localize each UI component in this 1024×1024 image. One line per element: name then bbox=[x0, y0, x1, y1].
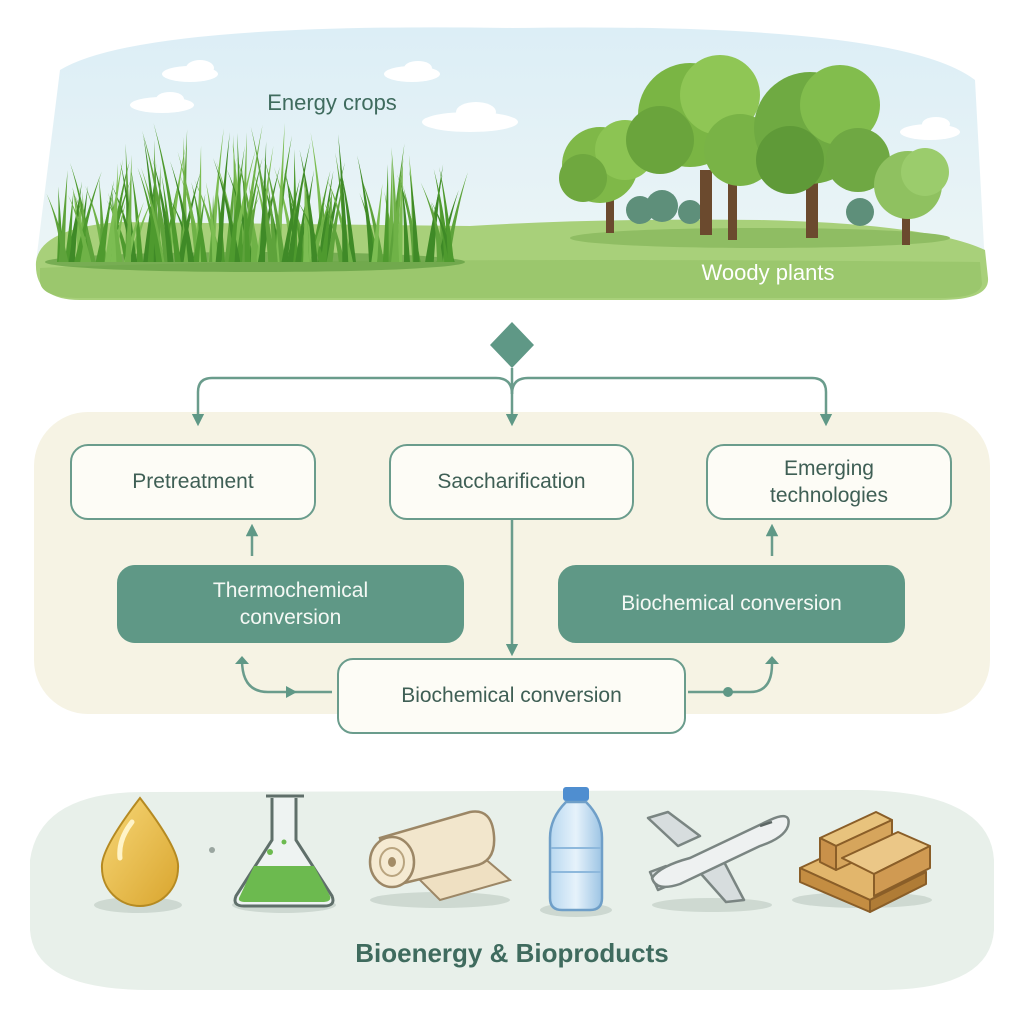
wood-planks-icon bbox=[799, 811, 931, 913]
saccharification-label: Saccharification bbox=[437, 470, 586, 494]
thermochemical-conversion-box: Thermochemical conversion bbox=[117, 565, 464, 643]
emerging-technologies-label: Emerging technologies bbox=[770, 456, 888, 507]
airplane-icon bbox=[646, 810, 790, 904]
saccharification-box: Saccharification bbox=[389, 444, 634, 520]
thermochemical-conversion-label: Thermochemical conversion bbox=[212, 578, 369, 629]
pretreatment-label: Pretreatment bbox=[132, 470, 254, 494]
connector-dots bbox=[235, 656, 779, 698]
cloud-icon bbox=[130, 60, 960, 140]
water-bottle-icon bbox=[548, 787, 604, 912]
biochemical-conversion-box-bottom: Biochemical conversion bbox=[337, 658, 686, 734]
paper-roll-icon bbox=[368, 810, 513, 902]
energy-crops-label: Energy crops bbox=[267, 90, 397, 115]
emerging-technologies-box: Emerging technologies bbox=[706, 444, 952, 520]
split-arrows bbox=[191, 368, 833, 427]
biochemical-conversion-right-label: Biochemical conversion bbox=[621, 592, 842, 616]
products-title: Bioenergy & Bioproducts bbox=[355, 938, 668, 968]
flask-icon bbox=[209, 794, 335, 908]
woody-plants-label: Woody plants bbox=[702, 260, 835, 285]
pretreatment-box: Pretreatment bbox=[70, 444, 316, 520]
energy-crops-grass bbox=[45, 122, 468, 272]
junction-diamond-icon bbox=[490, 322, 534, 368]
flow-arrows bbox=[240, 520, 779, 694]
landscape-scene: Energy crops Woody plants bbox=[35, 27, 989, 300]
woody-plants-trees bbox=[559, 55, 950, 248]
biochemical-conversion-box-right: Biochemical conversion bbox=[558, 565, 905, 643]
oil-drop-icon bbox=[100, 796, 180, 907]
biochemical-conversion-bottom-label: Biochemical conversion bbox=[401, 684, 622, 708]
